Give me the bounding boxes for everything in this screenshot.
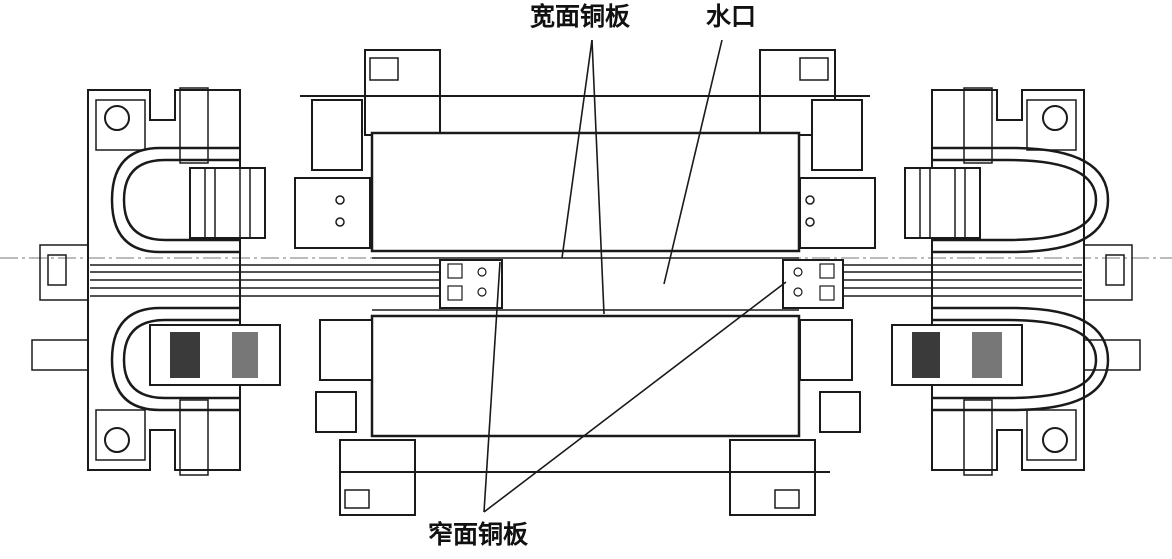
left-actuators: [149, 167, 281, 386]
wide-copper-plate-label: 宽面铜板: [530, 2, 631, 31]
leader-narrow-2: [483, 281, 787, 513]
left-frame: [31, 87, 241, 476]
coil-shading: [170, 332, 200, 378]
leader-lines: [483, 39, 787, 513]
bottom-brackets: [339, 439, 830, 516]
coil-shading: [232, 332, 258, 378]
coil-shading: [912, 332, 940, 378]
leader-wide-2: [591, 39, 605, 315]
side-blocks: [294, 99, 876, 433]
right-actuators: [891, 167, 1023, 386]
coil-shading: [972, 332, 1002, 378]
rails: [90, 264, 1082, 297]
water-inlet-label: 水口: [706, 2, 757, 31]
left-water-pipes: [110, 146, 240, 412]
right-water-pipes: [932, 146, 1110, 412]
leader-wide-1: [561, 39, 593, 259]
leader-water: [663, 39, 723, 285]
wide-copper-plates: [370, 131, 801, 438]
narrow-copper-plate-label: 窄面铜板: [428, 520, 529, 549]
leader-narrow-1: [483, 261, 501, 513]
right-frame: [931, 87, 1141, 476]
